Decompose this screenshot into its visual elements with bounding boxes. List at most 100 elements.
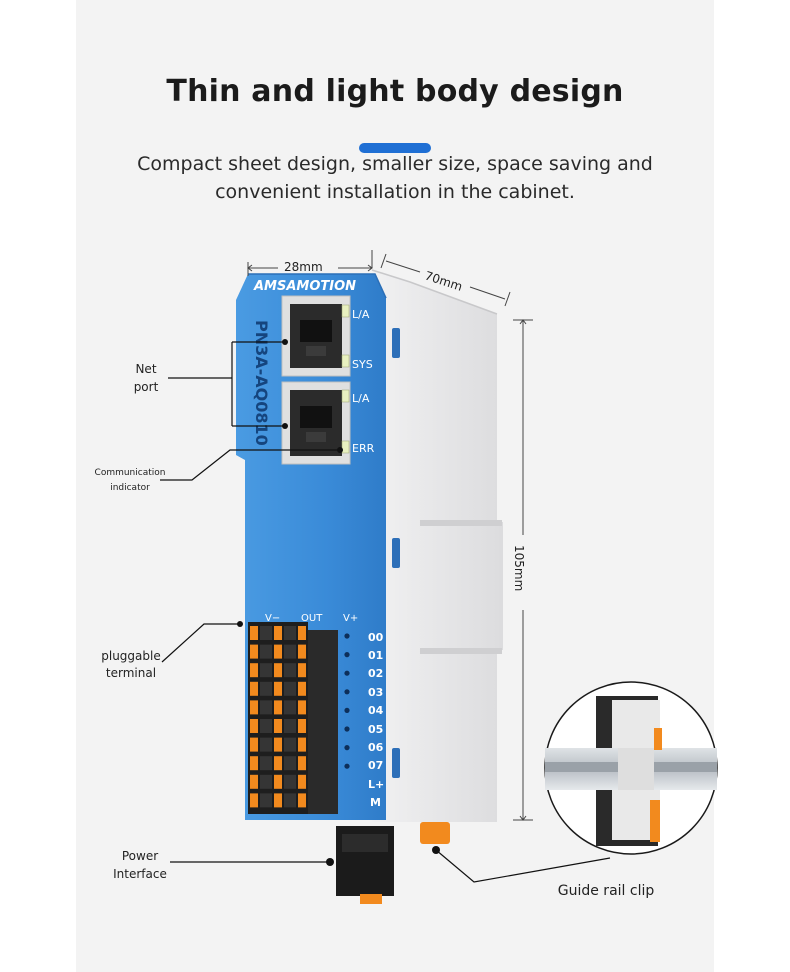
channel-lplus: L+ bbox=[368, 778, 384, 791]
terminal-release-lever bbox=[298, 663, 306, 678]
callout-net-port-line-1: Net bbox=[135, 362, 157, 376]
terminal-row bbox=[250, 737, 350, 752]
terminal-release-lever bbox=[298, 700, 306, 715]
terminal-release-lever bbox=[298, 793, 306, 808]
channel-01: 01 bbox=[368, 649, 383, 662]
terminal-release-lever bbox=[298, 681, 306, 696]
channel-led-dot bbox=[344, 633, 350, 639]
terminal-wire-slot bbox=[284, 644, 296, 659]
callout-dots bbox=[237, 339, 440, 866]
terminal-row bbox=[250, 793, 306, 808]
rail-clip bbox=[420, 822, 450, 844]
terminal-wire-slot bbox=[260, 644, 272, 659]
terminal-wire-slot bbox=[260, 663, 272, 678]
terminal-wire-slot bbox=[284, 737, 296, 752]
channel-05: 05 bbox=[368, 723, 383, 736]
terminal-wire-slot bbox=[284, 774, 296, 789]
callout-net-port-line-2: port bbox=[133, 380, 159, 394]
page-subtitle: Compact sheet design, smaller size, spac… bbox=[100, 150, 690, 206]
terminal-release-lever bbox=[250, 793, 258, 808]
callout-power-line-1: Power bbox=[121, 849, 159, 863]
terminal-wire-slot bbox=[260, 681, 272, 696]
callout-power-line-2: Interface bbox=[113, 867, 167, 881]
terminal-row bbox=[250, 774, 306, 789]
terminal-header-out: OUT bbox=[301, 613, 323, 624]
power-interface-connector bbox=[336, 826, 394, 904]
terminal-wire-slot bbox=[284, 663, 296, 678]
terminal-release-lever bbox=[298, 756, 306, 771]
terminal-release-lever bbox=[250, 719, 258, 733]
terminal-wire-slot bbox=[284, 793, 296, 808]
callout-terminal-line-1: pluggable bbox=[101, 649, 161, 663]
terminal-wire-slot bbox=[260, 756, 272, 771]
terminal-release-lever bbox=[274, 756, 282, 771]
net-port-lower bbox=[281, 381, 351, 465]
terminal-row bbox=[250, 626, 350, 640]
terminal-row bbox=[250, 700, 350, 715]
callout-comm-line-2: indicator bbox=[110, 483, 150, 493]
terminal-release-lever bbox=[274, 626, 282, 640]
terminal-release-lever bbox=[298, 774, 306, 789]
terminal-release-lever bbox=[250, 700, 258, 715]
terminal-release-lever bbox=[274, 663, 282, 678]
callout-leaders bbox=[160, 341, 611, 883]
channel-led-dot bbox=[344, 763, 350, 769]
terminal-release-lever bbox=[274, 774, 282, 789]
terminal-release-lever bbox=[250, 663, 258, 678]
terminal-wire-slot bbox=[260, 737, 272, 752]
terminal-wire-slot bbox=[284, 700, 296, 715]
terminal-release-lever bbox=[250, 644, 258, 659]
terminal-row bbox=[250, 719, 350, 733]
callout-net-port: Net port bbox=[118, 360, 174, 396]
channel-led-dot bbox=[344, 652, 350, 658]
channel-07: 07 bbox=[368, 759, 383, 772]
callout-power-interface: Power Interface bbox=[104, 847, 176, 883]
callout-guide-rail-clip: Guide rail clip bbox=[557, 883, 655, 899]
terminal-release-lever bbox=[250, 774, 258, 789]
width-dimension: 28mm bbox=[284, 260, 323, 274]
channel-led-dot bbox=[344, 707, 350, 714]
led-label-la-2: L/A bbox=[352, 392, 370, 405]
channel-m: M bbox=[370, 796, 381, 809]
terminal-wire-slot bbox=[260, 719, 272, 733]
terminal-wire-slot bbox=[260, 774, 272, 789]
terminal-release-lever bbox=[250, 737, 258, 752]
subtitle-line-2: convenient installation in the cabinet. bbox=[215, 181, 575, 203]
terminal-release-lever bbox=[274, 737, 282, 752]
terminal-wire-slot bbox=[260, 793, 272, 808]
height-dimension: 105mm bbox=[512, 545, 526, 591]
channel-00: 00 bbox=[368, 631, 384, 644]
callout-terminal-line-2: terminal bbox=[105, 666, 157, 680]
channel-02: 02 bbox=[368, 667, 383, 680]
pluggable-terminal-block: V− OUT V+ bbox=[248, 613, 358, 814]
terminal-release-lever bbox=[250, 626, 258, 640]
dimension-lines bbox=[247, 250, 533, 821]
housing-side bbox=[371, 269, 503, 822]
led-label-err: ERR bbox=[352, 442, 375, 455]
callout-pluggable-terminal: pluggable terminal bbox=[92, 648, 170, 682]
led-indicators: L/A SYS L/A ERR bbox=[341, 304, 375, 455]
channel-led-dot bbox=[344, 670, 350, 676]
callout-communication-indicator: Communication indicator bbox=[80, 466, 180, 496]
terminal-release-lever bbox=[274, 681, 282, 696]
terminal-release-lever bbox=[250, 756, 258, 771]
terminal-row bbox=[250, 644, 350, 659]
led-label-sys: SYS bbox=[352, 358, 373, 371]
terminal-release-lever bbox=[274, 719, 282, 733]
page-title: Thin and light body design bbox=[166, 74, 624, 109]
terminal-header-vplus: V+ bbox=[343, 613, 358, 624]
terminal-release-lever bbox=[274, 700, 282, 715]
brand-label: AMSAMOTION bbox=[253, 279, 356, 294]
terminal-release-lever bbox=[274, 793, 282, 808]
terminal-row bbox=[250, 681, 350, 696]
title-underline bbox=[359, 143, 431, 153]
terminal-release-lever bbox=[298, 626, 306, 640]
terminal-wire-slot bbox=[284, 719, 296, 733]
terminal-wire-slot bbox=[260, 626, 272, 640]
terminal-wire-slot bbox=[284, 681, 296, 696]
terminal-wire-slot bbox=[284, 626, 296, 640]
callout-comm-line-1: Communication bbox=[94, 468, 166, 478]
terminal-rows bbox=[250, 626, 350, 808]
led-label-la-1: L/A bbox=[352, 308, 370, 321]
